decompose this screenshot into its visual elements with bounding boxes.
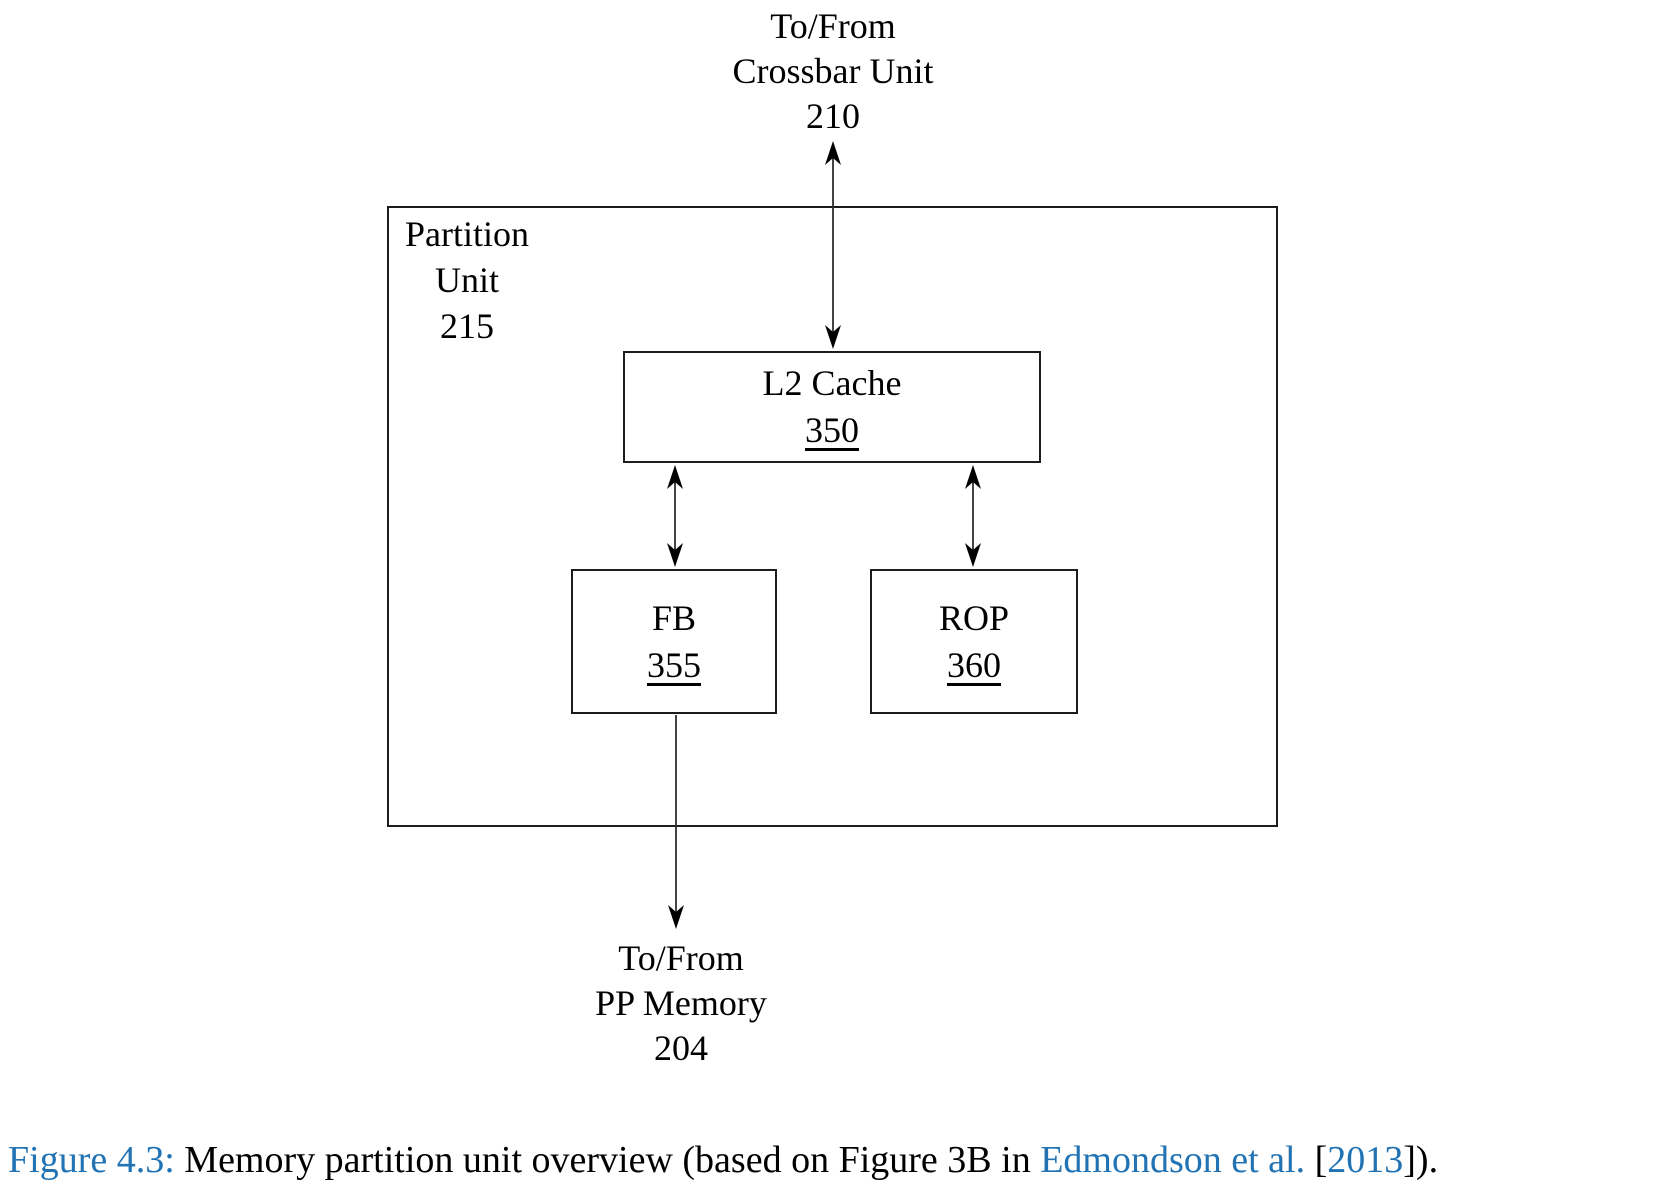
arrowhead-down-icon xyxy=(825,325,841,349)
l2-cache-title: L2 Cache xyxy=(762,363,902,403)
caption-bracket-open: [ xyxy=(1305,1139,1328,1181)
pp-memory-label-line2: PP Memory xyxy=(595,983,767,1023)
l2-cache-box: L2 Cache 350 xyxy=(623,351,1041,463)
caption-closing: ]). xyxy=(1403,1139,1439,1181)
rop-box: ROP 360 xyxy=(870,569,1078,714)
partition-unit-label: Partition Unit 215 xyxy=(395,211,539,349)
partition-label-line2: Unit xyxy=(434,260,499,300)
pp-memory-label: To/From PP Memory 204 xyxy=(481,936,881,1071)
fb-box: FB 355 xyxy=(571,569,777,714)
l2-cache-ref: 350 xyxy=(805,410,859,450)
rop-ref: 360 xyxy=(947,644,1001,685)
arrowhead-up-icon xyxy=(965,465,981,489)
figure-number-label: Figure 4.3: xyxy=(8,1139,175,1181)
citation-year-link[interactable]: 2013 xyxy=(1327,1139,1404,1181)
caption-text: Memory partition unit overview (based on… xyxy=(174,1139,1041,1181)
arrowhead-down-icon xyxy=(667,543,683,567)
pp-memory-label-line1: To/From xyxy=(618,938,744,978)
crossbar-label-line1: To/From xyxy=(770,6,896,46)
rop-title: ROP xyxy=(938,597,1010,638)
partition-label-ref: 215 xyxy=(440,306,494,346)
partition-label-line1: Partition xyxy=(405,214,529,254)
l2-fb-arrow xyxy=(667,465,683,567)
fb-title: FB xyxy=(651,597,697,638)
fb-ppmemory-arrow xyxy=(668,715,684,929)
arrowhead-up-icon xyxy=(667,465,683,489)
pp-memory-label-ref: 204 xyxy=(654,1028,708,1068)
citation-link[interactable]: Edmondson et al. xyxy=(1040,1139,1306,1181)
fb-ref: 355 xyxy=(647,644,701,685)
crossbar-unit-label: To/From Crossbar Unit 210 xyxy=(633,4,1033,139)
figure-caption: Figure 4.3: Memory partition unit overvi… xyxy=(8,1137,1438,1183)
arrowhead-down-icon xyxy=(965,543,981,567)
arrowhead-down-icon xyxy=(668,905,684,929)
l2-rop-arrow xyxy=(965,465,981,567)
crossbar-l2-arrow xyxy=(825,141,841,349)
crossbar-label-ref: 210 xyxy=(806,96,860,136)
crossbar-label-line2: Crossbar Unit xyxy=(732,51,934,91)
arrowhead-up-icon xyxy=(825,141,841,165)
